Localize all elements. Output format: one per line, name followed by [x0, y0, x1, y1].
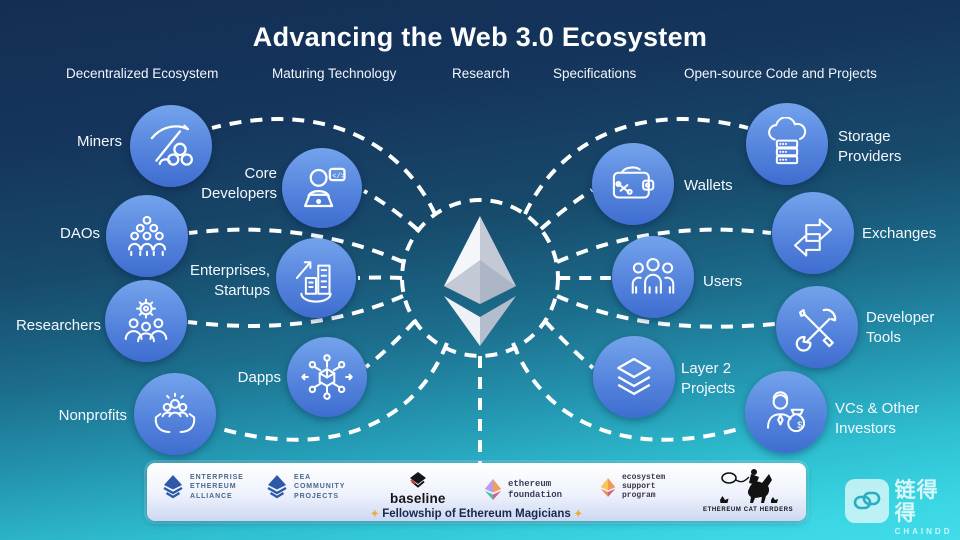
baseline-wordmark: baseline — [390, 491, 446, 506]
esp-text: ecosystem support program — [622, 473, 666, 500]
label-researchers: Researchers — [15, 317, 101, 334]
svg-text:</>: </> — [332, 173, 345, 181]
node-enterprises — [276, 238, 356, 318]
label-wallets: Wallets — [684, 177, 733, 194]
org-ethereum-cat-herders: ETHEREUM CAT HERDERS — [703, 467, 793, 513]
org-enterprise-ethereum-alliance: ENTERPRISE ETHEREUM ALLIANCE — [161, 473, 244, 501]
node-core-developers: </> — [282, 148, 362, 228]
chaindd-logo — [845, 479, 889, 523]
buildings-growth-icon — [295, 261, 332, 303]
eea-community-text: EEA COMMUNITY PROJECTS — [294, 474, 346, 500]
label-daos: DAOs — [59, 225, 100, 242]
org-eea-community-projects: EEA COMMUNITY PROJECTS — [265, 473, 345, 501]
tools-icon — [795, 308, 837, 352]
chaindd-cjk: 链得得 — [894, 479, 939, 526]
label-users: Users — [703, 273, 743, 290]
developer-laptop-icon: </> — [304, 167, 346, 208]
investor-moneybag-icon: $ — [766, 391, 806, 433]
chaindd-latin: CHAINDD — [894, 527, 953, 537]
pillar-maturing-technology: Maturing Technology — [272, 66, 397, 81]
org-ecosystem-support-program: ecosystem support program — [599, 473, 666, 501]
node-miners — [130, 105, 212, 187]
label-dapps: Dapps — [237, 369, 281, 386]
pillar-specifications: Specifications — [553, 66, 637, 81]
hands-people-icon — [154, 392, 196, 434]
eea-alliance-text: ENTERPRISE ETHEREUM ALLIANCE — [190, 474, 244, 500]
node-users — [612, 236, 694, 318]
label-vcs: VCs & Other Investors — [835, 400, 920, 437]
node-vcs: $ — [745, 371, 827, 453]
label-exchanges: Exchanges — [862, 225, 937, 242]
baseline-diamond-icon — [409, 472, 426, 488]
wallet-icon — [612, 166, 655, 199]
node-wallets — [592, 143, 674, 225]
label-layer2: Layer 2 Projects — [681, 360, 736, 397]
label-miners: Miners — [76, 133, 122, 150]
pillar-open-source: Open-source Code and Projects — [684, 66, 877, 81]
svg-text:$: $ — [797, 420, 802, 430]
cat-herders-caption: ETHEREUM CAT HERDERS — [703, 507, 794, 513]
fellowship-text: Fellowship of Ethereum Magicians — [382, 508, 571, 520]
people-pyramid-icon — [127, 215, 167, 257]
eea-diamond-icon — [267, 475, 287, 499]
partner-logo-bar: ENTERPRISE ETHEREUM ALLIANCE EEA COMMUNI… — [147, 463, 806, 521]
node-layer2 — [593, 336, 675, 418]
node-storage-providers — [746, 103, 828, 185]
sparkle-icon: ✦ — [573, 509, 583, 520]
label-developer-tools: Developer Tools — [866, 309, 935, 346]
node-exchanges — [772, 192, 854, 274]
users-group-icon — [631, 257, 675, 294]
cat-herders-art-icon — [720, 469, 779, 503]
chaindd-watermark: 链得得 CHAINDD — [845, 479, 960, 536]
label-nonprofits: Nonprofits — [58, 407, 127, 424]
fellowship-line: ✦ Fellowship of Ethereum Magicians ✦ — [147, 508, 806, 520]
node-developer-tools — [776, 286, 858, 368]
chain-link-icon — [853, 491, 881, 510]
label-core-developers: Core Developers — [201, 165, 277, 202]
swap-arrows-icon — [793, 218, 833, 257]
gear-people-icon — [124, 298, 168, 343]
ef-text: ethereum foundation — [508, 479, 563, 500]
label-enterprises: Enterprises, Startups — [189, 262, 270, 299]
node-researchers — [105, 280, 187, 362]
ef-diamond-icon — [484, 479, 502, 500]
node-dapps — [287, 337, 367, 417]
label-storage-providers: Storage Providers — [838, 128, 902, 165]
node-nonprofits — [134, 373, 216, 455]
pillar-research: Research — [452, 66, 510, 81]
node-daos — [106, 195, 188, 277]
org-baseline: baseline — [390, 471, 446, 506]
eea-diamond-icon — [163, 475, 183, 499]
pillar-decentralized-ecosystem: Decentralized Ecosystem — [66, 66, 219, 81]
sparkle-icon: ✦ — [370, 509, 380, 520]
layers-icon — [617, 357, 651, 395]
pickaxe-icon — [150, 124, 193, 166]
chaindd-text-block: 链得得 CHAINDD — [895, 479, 960, 536]
network-cube-icon — [301, 354, 353, 400]
org-ethereum-foundation: ethereum foundation — [483, 477, 562, 502]
esp-diamond-icon — [600, 478, 616, 497]
page-title: Advancing the Web 3.0 Ecosystem — [252, 22, 708, 52]
cloud-server-icon — [768, 117, 807, 165]
